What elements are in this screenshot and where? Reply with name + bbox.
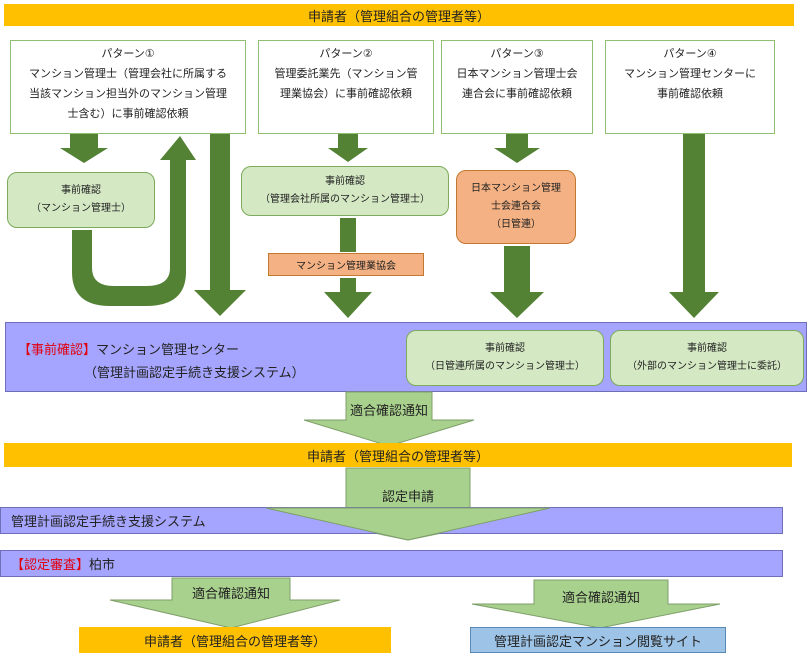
- review-bracket: 【認定審査】: [11, 558, 90, 573]
- center-sub-check-1: 事前確認 （日管連所属のマンション管理士）: [406, 330, 604, 386]
- applicant-2-bar: 申請者（管理組合の管理者等）: [4, 443, 792, 467]
- system-bar-label: 管理計画認定手続き支援システム: [11, 515, 206, 530]
- center-name: マンション管理センター: [96, 343, 240, 358]
- pre-check-bracket: 【事前確認】: [18, 343, 97, 358]
- pattern-2-box: パターン② 管理委託業先（マンション管 理業協会）に事前確認依頼: [258, 40, 434, 134]
- pattern-1-line-3: 士含む）に事前確認依頼: [67, 107, 189, 120]
- management-association-box: マンション管理業協会: [268, 253, 424, 276]
- arrow-p2-down: [328, 134, 368, 162]
- pattern-3-line-2: 連合会に事前確認依頼: [462, 87, 572, 100]
- arrow-notice-1: [303, 391, 475, 447]
- arrow-p1-down: [60, 134, 108, 163]
- check-p3-line-3: （日管連）: [491, 219, 541, 230]
- arrow-p2-stem: [340, 218, 356, 252]
- applicant-2-label: 申請者（管理組合の管理者等）: [306, 449, 489, 465]
- center-sub2-line-1: 事前確認: [687, 343, 727, 354]
- pattern-1-line-2: 当該マンション担当外のマンション管理: [29, 87, 227, 100]
- check-p3-line-2: 士会連合会: [491, 201, 541, 212]
- arrow-notice-3: [471, 579, 721, 629]
- center-sub2-line-2: （外部のマンション管理士に委託）: [627, 361, 787, 372]
- check-p3-line-1: 日本マンション管理: [471, 183, 561, 194]
- pattern-3-box: パターン③ 日本マンション管理士会 連合会に事前確認依頼: [441, 40, 593, 134]
- check-box-p1: 事前確認 （マンション管理士）: [7, 172, 155, 228]
- notice-3-label: 適合確認通知: [561, 591, 640, 606]
- management-association-label: マンション管理業協会: [296, 261, 396, 272]
- pattern-2-line-2: 理業協会）に事前確認依頼: [280, 87, 412, 100]
- pattern-4-box: パターン④ マンション管理センターに 事前確認依頼: [605, 40, 775, 134]
- check-p2-line-1: 事前確認: [325, 176, 365, 187]
- check-p1-line-1: 事前確認: [61, 185, 101, 196]
- arrow-notice-2: [109, 577, 341, 629]
- arrow-p4-to-center: [669, 134, 719, 318]
- arrow-p3-down: [494, 134, 540, 163]
- center-system: （管理計画認定手続き支援システム）: [84, 366, 305, 381]
- notice-2-label: 適合確認通知: [191, 587, 270, 602]
- viewing-site-label: 管理計画認定マンション閲覧サイト: [493, 634, 702, 650]
- center-title: 【事前確認】マンション管理センター: [18, 339, 239, 358]
- pattern-4-title: パターン④: [663, 47, 717, 60]
- check-p2-line-2: （管理会社所属のマンション管理士）: [260, 194, 430, 205]
- viewing-site-box[interactable]: 管理計画認定マンション閲覧サイト: [470, 627, 726, 653]
- arrow-p1-to-center: [194, 134, 246, 316]
- applicant-3-label: 申請者（管理組合の管理者等）: [143, 634, 326, 650]
- check-box-p2: 事前確認 （管理会社所属のマンション管理士）: [241, 166, 449, 216]
- top-applicant-bar: 申請者（管理組合の管理者等）: [4, 4, 794, 26]
- notice-1-label: 適合確認通知: [349, 404, 428, 419]
- arrow-p1-uturn: [72, 136, 196, 306]
- arrow-p2-to-center: [324, 278, 372, 318]
- pattern-4-line-1: マンション管理センターに: [624, 67, 756, 80]
- check-box-p3: 日本マンション管理 士会連合会 （日管連）: [456, 170, 576, 244]
- pattern-1-box: パターン① マンション管理士（管理会社に所属する 当該マンション担当外のマンショ…: [10, 40, 246, 134]
- apply-label: 認定申請: [381, 490, 434, 505]
- check-p1-line-2: （マンション管理士）: [31, 203, 131, 214]
- applicant-3-bar: 申請者（管理組合の管理者等）: [79, 627, 391, 653]
- pattern-1-title: パターン①: [101, 47, 155, 60]
- pattern-3-line-1: 日本マンション管理士会: [456, 67, 578, 80]
- pattern-4-line-2: 事前確認依頼: [657, 87, 723, 100]
- pattern-1-line-1: マンション管理士（管理会社に所属する: [29, 67, 227, 80]
- center-sub1-line-2: （日管連所属のマンション管理士）: [425, 361, 585, 372]
- pattern-3-title: パターン③: [490, 47, 544, 60]
- review-bar: 【認定審査】柏市: [0, 550, 783, 577]
- top-applicant-label: 申請者（管理組合の管理者等）: [307, 9, 490, 25]
- arrow-p3-to-center: [490, 246, 544, 318]
- review-city: 柏市: [89, 558, 116, 573]
- center-sub-check-2: 事前確認 （外部のマンション管理士に委託）: [610, 330, 804, 386]
- pattern-2-title: パターン②: [319, 47, 373, 60]
- center-sub1-line-1: 事前確認: [485, 343, 525, 354]
- pattern-2-line-1: 管理委託業先（マンション管: [274, 67, 418, 80]
- apply-arrow-head: [265, 507, 551, 541]
